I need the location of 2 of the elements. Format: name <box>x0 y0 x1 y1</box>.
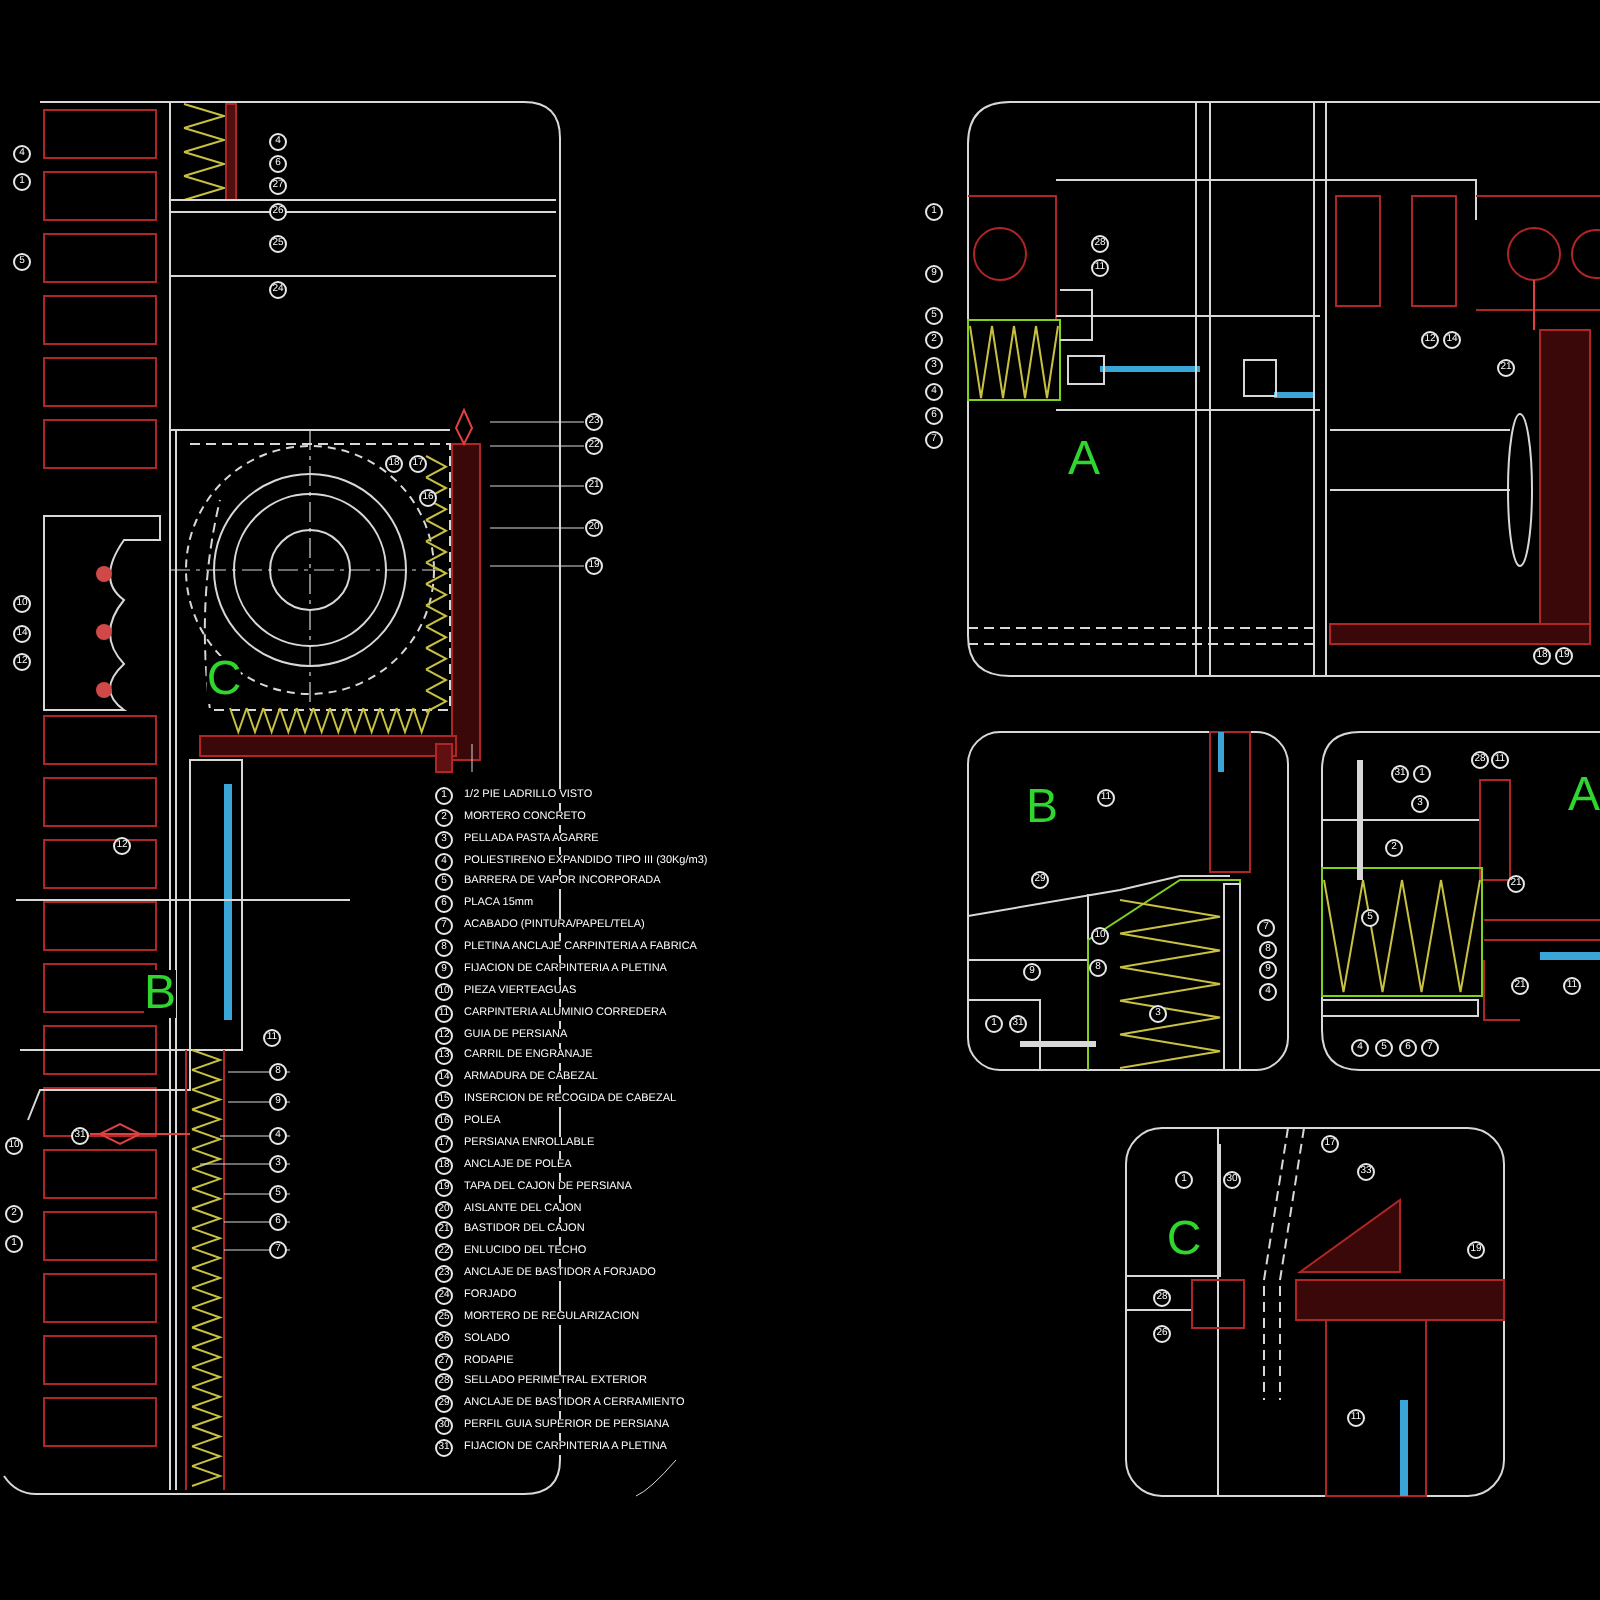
detail-letter: C <box>206 656 242 704</box>
detail-letter: B <box>144 970 176 1018</box>
